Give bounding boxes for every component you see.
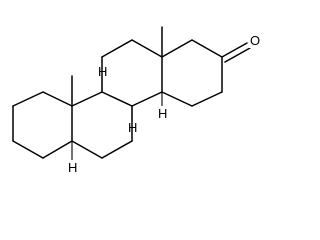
oxygen-label: O: [250, 33, 260, 48]
ring-d: [161, 39, 223, 107]
stereo-h-c9: H: [98, 64, 107, 92]
bond: [42, 140, 73, 159]
structure-background: [0, 0, 290, 192]
h-label-c8: H: [128, 120, 137, 135]
bond: [101, 39, 133, 58]
bond: [191, 39, 223, 58]
ring-b: [71, 91, 133, 159]
oxygen-label-bg: [249, 33, 261, 48]
h-label-c5: H: [68, 160, 77, 175]
carbonyl-double-bond: [224, 47, 251, 63]
stereo-h-c5: H: [68, 141, 77, 175]
bond: [71, 140, 103, 159]
bond: [71, 91, 103, 107]
bond: [12, 140, 44, 159]
ring-a: [12, 91, 73, 159]
stereo-h-c8: H: [128, 106, 137, 135]
stereo-h-c14: H: [158, 92, 167, 121]
h-label-c9: H: [98, 64, 107, 79]
h-label-c14: H: [158, 106, 167, 121]
bond: [101, 91, 133, 107]
bond: [42, 91, 73, 107]
bond: [12, 91, 44, 107]
bond: [191, 91, 223, 107]
bond: [131, 91, 163, 107]
bond: [161, 91, 193, 107]
bond: [161, 39, 193, 58]
carbonyl-bond: [221, 42, 248, 58]
carbonyl-group: O: [221, 33, 261, 63]
final-structure: O H H H H: [0, 0, 290, 192]
bond: [101, 140, 133, 159]
bond: [131, 39, 163, 58]
